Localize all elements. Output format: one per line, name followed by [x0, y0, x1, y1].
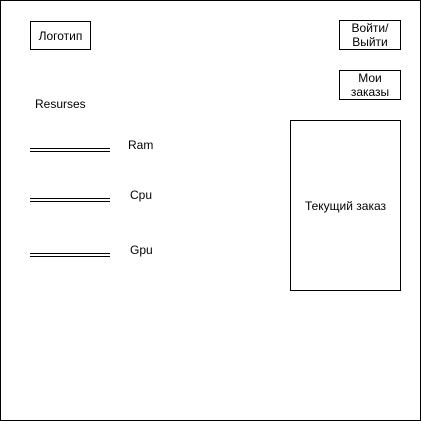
my-orders-button[interactable]: Мои заказы	[339, 70, 401, 100]
cpu-resource-bar	[30, 198, 110, 202]
login-logout-button[interactable]: Войти/ Выйти	[339, 20, 401, 50]
gpu-label: Gpu	[130, 243, 153, 257]
ram-resource-bar	[30, 148, 110, 152]
resources-title: Resurses	[35, 97, 86, 111]
gpu-resource-bar	[30, 253, 110, 257]
current-order-panel[interactable]: Текущий заказ	[290, 120, 401, 291]
logo[interactable]: Логотип	[30, 21, 91, 50]
ram-label: Ram	[128, 138, 154, 152]
cpu-label: Cpu	[130, 188, 153, 202]
